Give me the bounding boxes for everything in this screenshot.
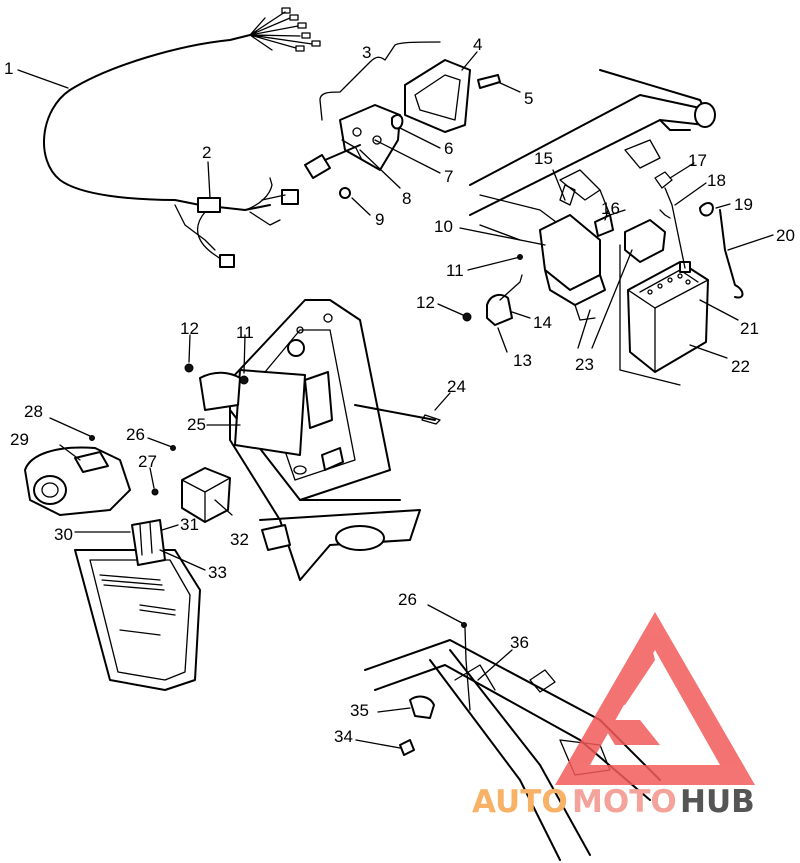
rear-frame	[469, 69, 716, 241]
callout-26-upper: 26	[126, 425, 145, 444]
callout-13: 13	[513, 351, 532, 370]
callout-27: 27	[138, 452, 157, 471]
callout-18: 18	[707, 171, 726, 190]
watermark-word-moto: MOTO	[572, 784, 677, 820]
callout-24: 24	[447, 377, 466, 396]
chain-guard	[74, 519, 201, 691]
rear-housing	[24, 435, 131, 516]
watermark-triangle-icon	[555, 612, 755, 785]
tail-light-assembly	[304, 41, 501, 199]
callout-36: 36	[510, 633, 529, 652]
wiring-harness	[43, 7, 321, 268]
watermark-logo	[555, 612, 755, 785]
callout-21: 21	[740, 319, 759, 338]
callout-7: 7	[444, 167, 453, 186]
callout-3: 3	[362, 43, 371, 62]
callout-25: 25	[187, 415, 206, 434]
callout-4: 4	[473, 35, 482, 54]
callout-9: 9	[375, 210, 384, 229]
callout-23: 23	[575, 355, 594, 374]
callout-20: 20	[776, 226, 795, 245]
callout-17: 17	[688, 151, 707, 170]
battery	[619, 171, 744, 386]
callout-1: 1	[4, 59, 13, 78]
callout-30: 30	[54, 525, 73, 544]
battery-bracket	[462, 184, 614, 326]
callout-10: 10	[434, 217, 453, 236]
callout-22: 22	[731, 357, 750, 376]
callout-34: 34	[334, 727, 353, 746]
callout-2: 2	[202, 143, 211, 162]
callout-28: 28	[24, 402, 43, 421]
callout-19: 19	[734, 195, 753, 214]
callout-labels: 1 2 3 4 5 6 7 8 9 10 11 11 12 12 13 14 1…	[4, 35, 795, 746]
callout-29: 29	[10, 430, 29, 449]
callout-11-left: 11	[236, 323, 254, 342]
callout-12-left: 12	[180, 319, 199, 338]
watermark-word-hub: HUB	[680, 784, 755, 820]
leader-lines	[17, 51, 774, 749]
callout-31: 31	[180, 515, 199, 534]
regulator	[151, 445, 231, 523]
callout-35: 35	[350, 701, 369, 720]
callout-16: 16	[601, 199, 620, 218]
callout-14: 14	[533, 313, 552, 332]
callout-32: 32	[230, 530, 249, 549]
callout-12-right: 12	[416, 293, 435, 312]
callout-11-right: 11	[446, 261, 464, 280]
center-frame-panel	[184, 299, 441, 581]
callout-15: 15	[534, 149, 553, 168]
watermark-text: AUTO MOTO HUB	[472, 784, 755, 820]
callout-6: 6	[444, 139, 453, 158]
callout-5: 5	[524, 89, 533, 108]
callout-33: 33	[208, 563, 227, 582]
watermark-word-auto: AUTO	[472, 784, 568, 820]
callout-26-lower: 26	[398, 590, 417, 609]
callout-8: 8	[402, 189, 411, 208]
